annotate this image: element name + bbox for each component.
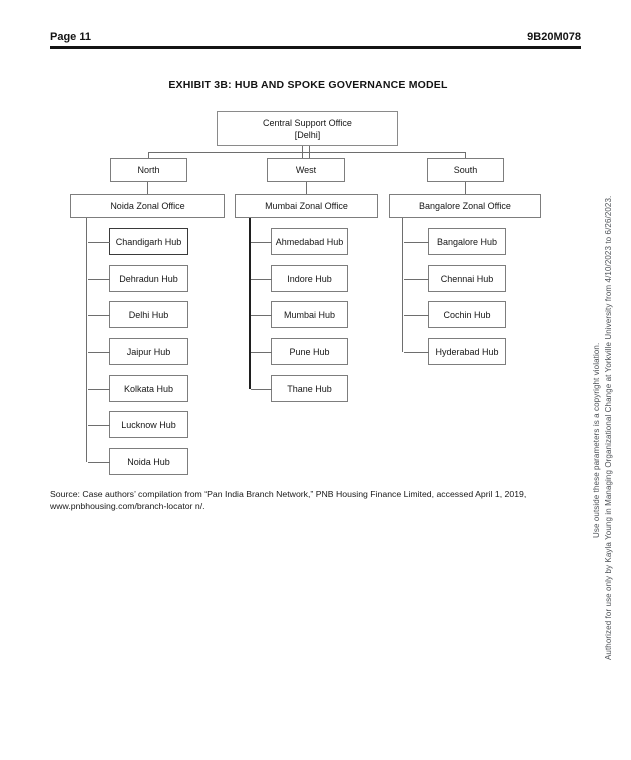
header-rule — [50, 46, 581, 49]
source-note-line1: Source: Case authors’ compilation from “… — [50, 489, 527, 499]
source-note-line2: www.pnbhousing.com/branch-locator n/. — [50, 500, 205, 511]
node-central-support-office: Central Support Office [Delhi] — [217, 111, 398, 146]
node-hub-ahmedabad: Ahmedabad Hub — [251, 228, 348, 255]
connector-region-rail — [148, 152, 466, 153]
authorization-watermark-line1: Authorized for use only by Kayla Young i… — [604, 195, 613, 660]
source-note: Source: Case authors’ compilation from “… — [50, 489, 575, 512]
connector-south-drop — [465, 152, 466, 158]
spine-north-column — [86, 218, 87, 462]
node-hub-bangalore: Bangalore Hub — [404, 228, 506, 255]
node-hub-lucknow: Lucknow Hub — [88, 411, 188, 438]
root-name: Central Support Office — [263, 117, 352, 128]
connector-north-drop — [148, 152, 149, 158]
node-region-south: South — [427, 158, 504, 182]
node-hub-indore: Indore Hub — [251, 265, 348, 292]
node-mumbai-zonal-office: Mumbai Zonal Office — [235, 182, 378, 218]
node-bangalore-zonal-office: Bangalore Zonal Office — [389, 182, 541, 218]
node-hub-chennai: Chennai Hub — [404, 265, 506, 292]
node-noida-zonal-office: Noida Zonal Office — [70, 182, 225, 218]
node-hub-pune: Pune Hub — [251, 338, 348, 365]
node-hub-cochin: Cochin Hub — [404, 301, 506, 328]
node-hub-dehradun: Dehradun Hub — [88, 265, 188, 292]
node-hub-mumbai: Mumbai Hub — [251, 301, 348, 328]
page-number: Page 11 — [50, 31, 91, 43]
spine-south-column — [402, 218, 403, 352]
node-hub-jaipur: Jaipur Hub — [88, 338, 188, 365]
authorization-watermark-line2: Use outside these parameters is a copyri… — [592, 342, 601, 538]
spine-west-column — [249, 218, 251, 389]
node-hub-noida: Noida Hub — [88, 448, 188, 475]
document-code: 9B20M078 — [527, 31, 581, 43]
node-hub-delhi: Delhi Hub — [88, 301, 188, 328]
node-hub-chandigarh: Chandigarh Hub — [88, 228, 188, 255]
node-region-north: North — [110, 158, 187, 182]
exhibit-title: EXHIBIT 3B: HUB AND SPOKE GOVERNANCE MOD… — [168, 79, 448, 91]
node-hub-thane: Thane Hub — [251, 375, 348, 402]
node-region-west: West — [267, 158, 345, 182]
root-location: [Delhi] — [294, 129, 321, 140]
node-hub-hyderabad: Hyderabad Hub — [404, 338, 506, 365]
node-hub-kolkata: Kolkata Hub — [88, 375, 188, 402]
